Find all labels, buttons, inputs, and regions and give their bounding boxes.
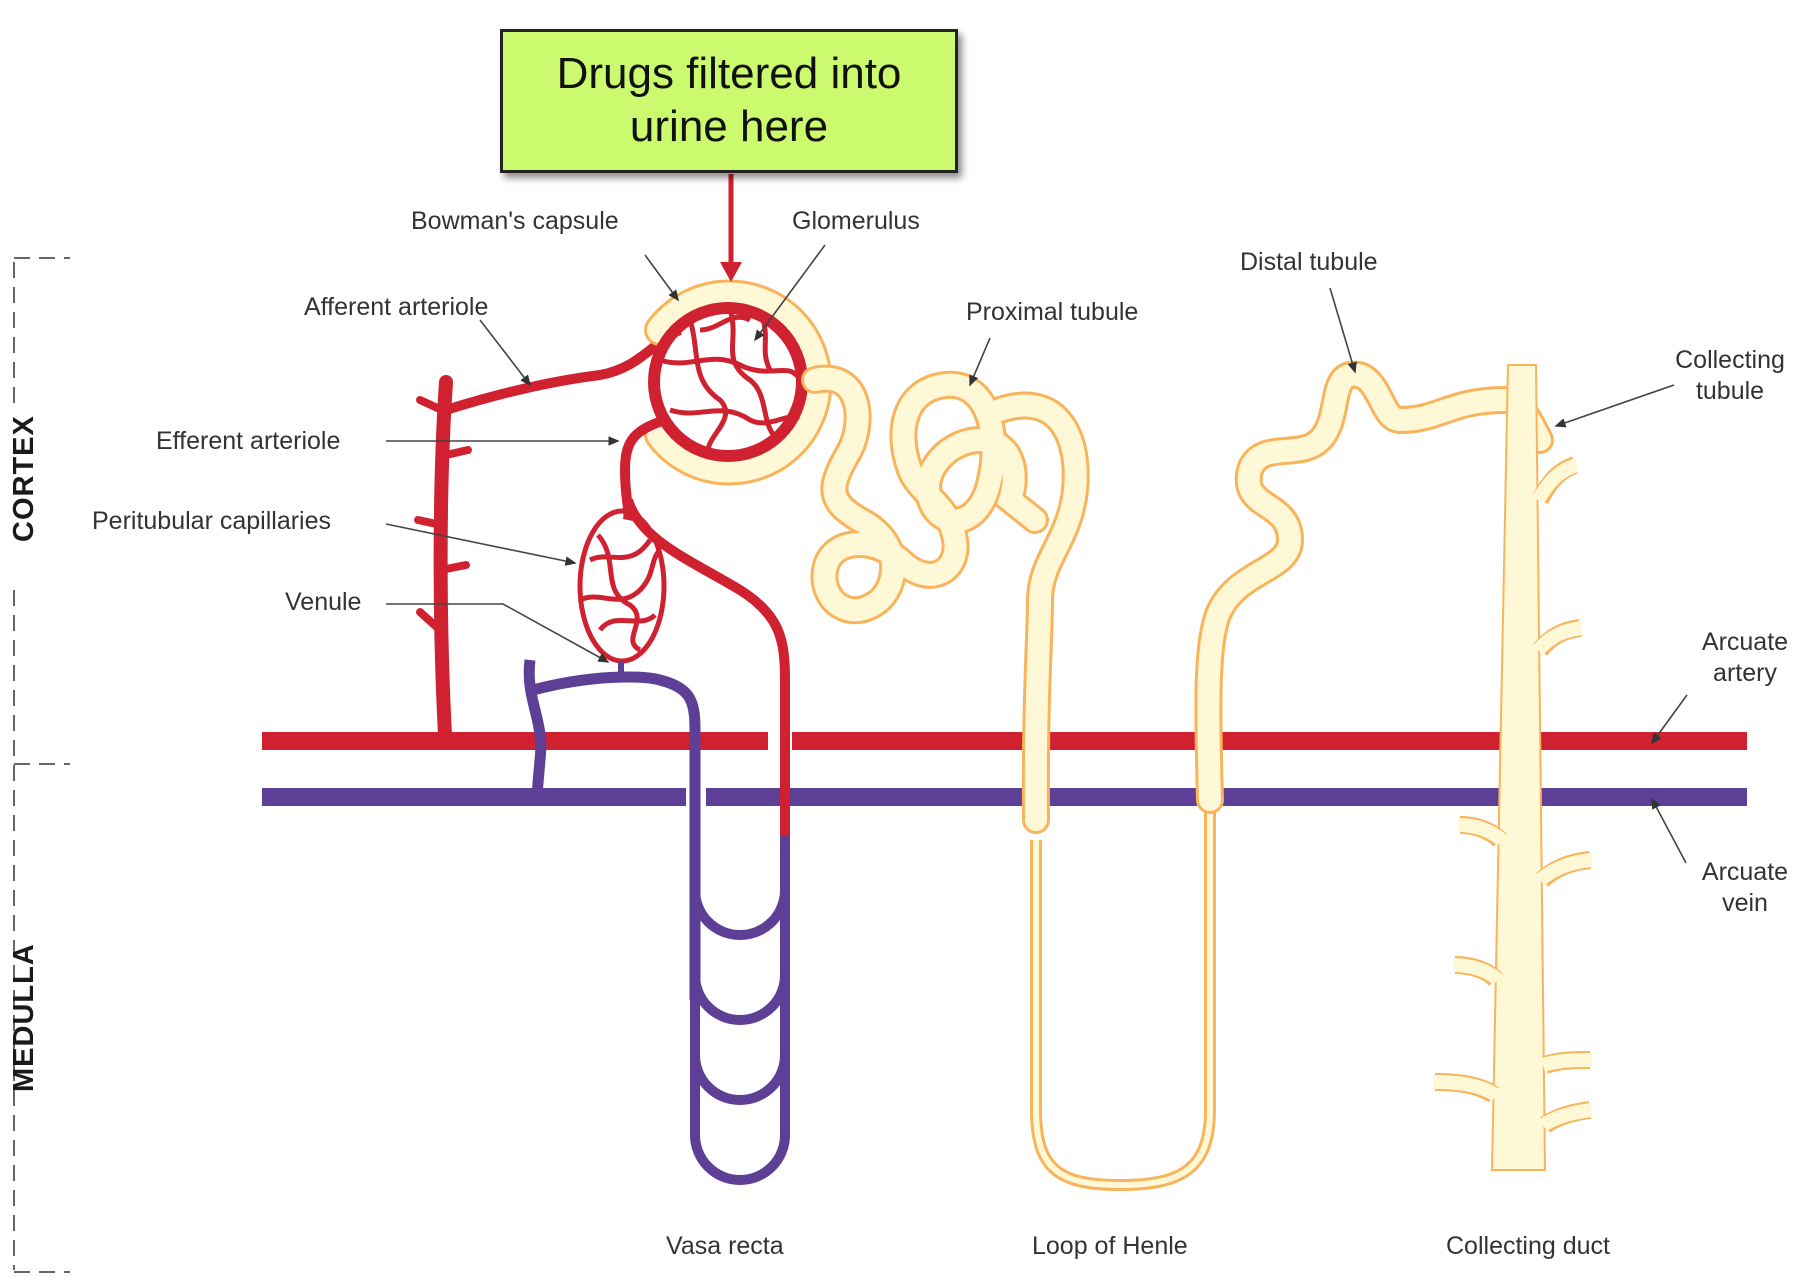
label-arcuate-vein: Arcuate vein <box>1680 857 1807 920</box>
leader-venule <box>386 603 610 663</box>
leader-afferent-arteriole <box>479 319 531 387</box>
proximal-tubule <box>801 364 1090 834</box>
peritubular-capillaries <box>577 508 667 664</box>
label-collecting-tubule: Collecting tubule <box>1660 345 1800 408</box>
loop-of-henle <box>1030 790 1216 1192</box>
label-arcuate-vein-line-2: vein <box>1722 889 1768 918</box>
label-arcuate-artery-line-2: artery <box>1713 659 1777 688</box>
leader-bowmans-capsule <box>644 254 679 302</box>
callout-arrow <box>720 174 742 282</box>
venule <box>523 659 701 1000</box>
label-efferent-arteriole: Efferent arteriole <box>156 427 341 455</box>
label-peritubular-capillaries: Peritubular capillaries <box>92 507 332 535</box>
label-venule: Venule <box>285 588 362 616</box>
zone-label-medulla: MEDULLA <box>8 943 40 1092</box>
label-bowmans-capsule: Bowman's capsule <box>411 207 619 235</box>
label-loop-of-henle: Loop of Henle <box>1032 1232 1188 1260</box>
label-distal-tubule: Distal tubule <box>1240 248 1378 276</box>
interlobular-artery <box>414 375 472 742</box>
collecting-duct <box>1432 364 1593 1171</box>
descending-vasa-recta <box>623 498 790 835</box>
leader-arcuate-vein <box>1651 797 1687 864</box>
afferent-arteriole <box>444 325 683 415</box>
leader-distal-tubule <box>1329 287 1357 374</box>
label-collecting-tubule-line-1: Collecting <box>1675 346 1785 374</box>
leader-glomerulus <box>754 244 826 342</box>
label-proximal-tubule: Proximal tubule <box>966 298 1139 326</box>
zone-brackets <box>13 257 70 1273</box>
glomerulus <box>648 302 808 462</box>
distal-tubule <box>1194 360 1554 814</box>
label-afferent-arteriole: Afferent arteriole <box>304 293 489 321</box>
zone-label-cortex: CORTEX <box>8 415 40 542</box>
label-arcuate-artery-line-1: Arcuate <box>1701 628 1789 656</box>
callout-box: Drugs filtered into urine here <box>500 29 958 173</box>
leader-lines <box>385 244 1688 864</box>
label-arcuate-vein-line-1: Arcuate <box>1701 858 1789 886</box>
label-collecting-duct: Collecting duct <box>1446 1232 1610 1260</box>
leader-collecting-tubule <box>1554 384 1675 428</box>
callout-line-2: urine here <box>629 102 829 151</box>
label-glomerulus: Glomerulus <box>792 207 920 235</box>
callout-line-1: Drugs filtered into <box>556 49 902 99</box>
leader-proximal-tubule <box>969 337 991 387</box>
label-vasa-recta: Vasa recta <box>666 1232 784 1260</box>
arcuate-vein <box>262 788 1747 806</box>
vasa-recta <box>690 835 790 1185</box>
label-arcuate-artery: Arcuate artery <box>1680 627 1807 690</box>
leader-arcuate-artery <box>1651 694 1688 745</box>
leader-peritubular-capillaries <box>385 523 577 566</box>
label-collecting-tubule-line-2: tubule <box>1695 377 1765 406</box>
